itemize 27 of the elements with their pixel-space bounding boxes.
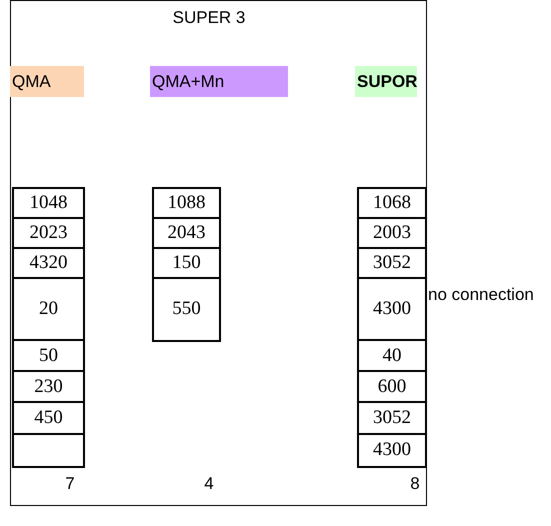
value-cell: 50 [12, 339, 85, 372]
value-cell: 1048 [12, 187, 85, 220]
value-cell: 2023 [12, 217, 85, 250]
column-header: QMA [10, 66, 84, 97]
value-cell: 2003 [357, 217, 427, 250]
diagram-title: SUPER 3 [172, 8, 246, 29]
column-header: QMA+Mn [150, 66, 288, 97]
value-cell: 1088 [152, 187, 221, 220]
value-cell: 3052 [357, 401, 427, 436]
value-cell: 450 [12, 401, 85, 436]
count-label: 4 [203, 474, 215, 495]
value-cell: 600 [357, 370, 427, 404]
value-cell: 550 [152, 277, 221, 342]
count-label: 7 [64, 474, 76, 495]
value-cell: 1068 [357, 187, 427, 220]
value-cell: 40 [357, 339, 427, 372]
count-label: 8 [409, 474, 421, 495]
value-cell: 3052 [357, 247, 427, 280]
note-text: no connection [428, 284, 535, 306]
value-cell: 2043 [152, 217, 221, 250]
value-cell: 20 [12, 277, 85, 342]
value-cell: 4300 [357, 277, 427, 342]
value-cell: 4300 [357, 433, 427, 468]
column-header: SUPOR [355, 66, 417, 97]
value-cell: 4320 [12, 247, 85, 280]
value-cell: 230 [12, 370, 85, 404]
value-cell: 150 [152, 247, 221, 280]
